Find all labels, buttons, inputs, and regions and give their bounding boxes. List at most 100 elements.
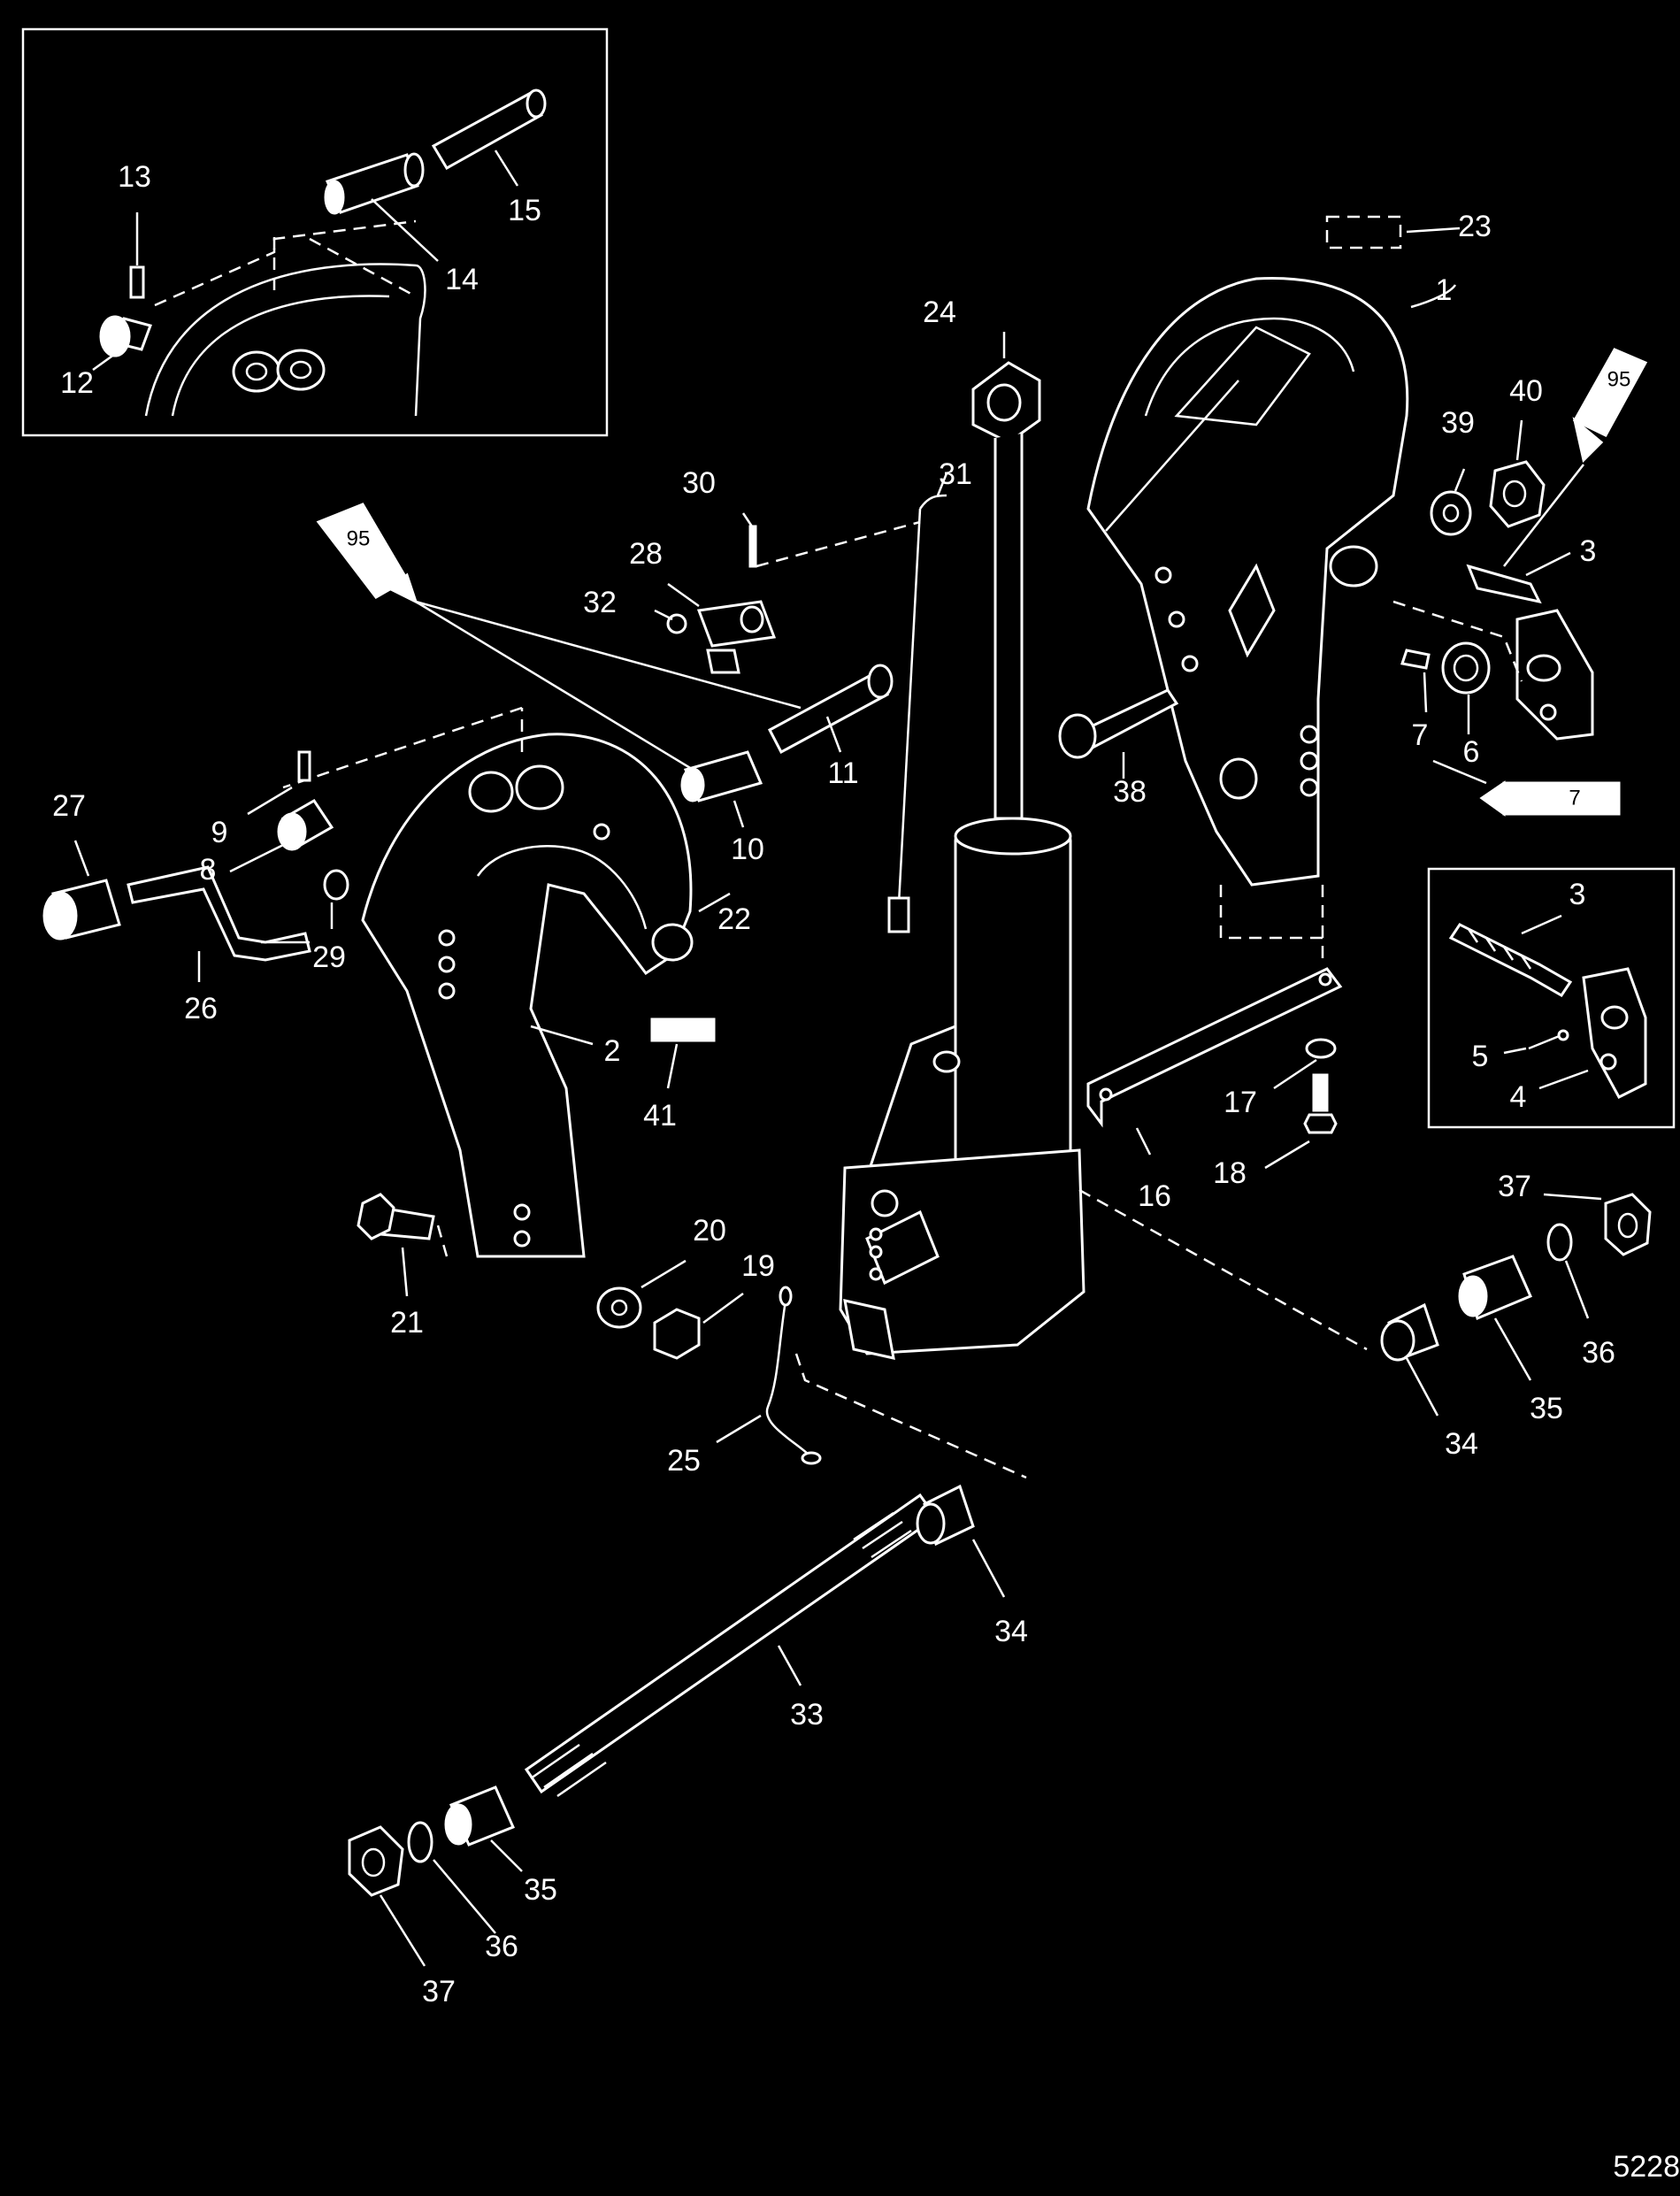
callout-3b: 3 xyxy=(1569,878,1586,911)
cable-31-hook xyxy=(918,494,947,510)
callout-29: 29 xyxy=(312,941,346,974)
washer-39 xyxy=(1430,490,1472,536)
washer-39-bore xyxy=(1442,503,1460,523)
spring-3-detail xyxy=(1448,923,1573,997)
callout-14: 14 xyxy=(445,263,479,296)
bushing-10-end xyxy=(680,767,705,802)
leader-3a xyxy=(1525,551,1571,577)
callout-36b: 36 xyxy=(485,1930,518,1963)
leader-35a xyxy=(1493,1317,1532,1381)
callout-5: 5 xyxy=(1472,1040,1489,1073)
leader-36b xyxy=(433,1859,496,1934)
leader-2 xyxy=(530,1025,594,1046)
leader-40 xyxy=(1515,419,1523,461)
callout-6: 6 xyxy=(1463,735,1480,769)
bracket-2-hole-h xyxy=(593,823,610,841)
rod-eye-24-bore xyxy=(986,383,1022,422)
lever-plate-slot xyxy=(1526,654,1561,682)
leader-10 xyxy=(733,800,745,828)
spacer-35-left-end xyxy=(444,1803,472,1846)
leader-32 xyxy=(654,609,673,621)
tilt-lock-lever-3 xyxy=(1466,564,1594,741)
callout-34b: 34 xyxy=(994,1615,1028,1648)
washer-17 xyxy=(1305,1038,1337,1059)
bushing-14-end xyxy=(324,180,345,215)
transom-bracket-port-2 xyxy=(361,733,694,1258)
loctite-nozzle xyxy=(1479,780,1506,817)
bracket-1-edge xyxy=(1105,380,1239,532)
bracket-2-hole-b xyxy=(515,764,564,810)
nut-37-left xyxy=(348,1825,404,1897)
link-28-pin xyxy=(706,649,740,674)
decal-41 xyxy=(650,1017,716,1042)
lube-tube-95-right: 95 xyxy=(1572,348,1648,463)
screw-5 xyxy=(1528,1033,1562,1050)
bracket-2-hole-f xyxy=(513,1203,531,1221)
callout-31: 31 xyxy=(939,457,972,491)
bracket-1-web xyxy=(1174,326,1311,426)
callout-33: 33 xyxy=(790,1698,824,1731)
tie-bar-16-hole-b xyxy=(1318,972,1332,987)
lever-guide xyxy=(1392,600,1523,682)
leader-17 xyxy=(1273,1058,1317,1090)
manifold-hole-b xyxy=(869,1245,883,1259)
bushing-34-left-flange xyxy=(916,1502,946,1545)
callout-20: 20 xyxy=(693,1214,726,1248)
callout-27: 27 xyxy=(52,789,86,823)
leader-25 xyxy=(716,1414,762,1444)
tube-label-95-right: 95 xyxy=(1607,367,1631,391)
bore-inner-left xyxy=(245,362,268,381)
callout-15: 15 xyxy=(508,194,541,227)
cylinder-top xyxy=(954,817,1072,856)
leader-4 xyxy=(1538,1069,1589,1090)
bolt-38-head xyxy=(1058,713,1097,759)
cable-guide xyxy=(756,520,921,568)
manifold-foot xyxy=(843,1299,895,1360)
screw-5-head xyxy=(1557,1029,1569,1041)
callout-28: 28 xyxy=(629,537,663,571)
roll-pin-30 xyxy=(748,525,757,568)
leader-35b xyxy=(490,1839,523,1872)
callout-8: 8 xyxy=(200,853,217,887)
bolt-21-guide xyxy=(436,1225,449,1257)
callout-34a: 34 xyxy=(1445,1427,1478,1461)
pin-15-head xyxy=(525,88,547,119)
inset-lever-detail xyxy=(1427,867,1676,1129)
callout-22: 22 xyxy=(717,902,751,936)
bracket-1-hole-b xyxy=(1300,751,1319,771)
callout-24: 24 xyxy=(923,296,956,329)
washer-36-left xyxy=(407,1821,433,1863)
roll-pin-9 xyxy=(297,750,311,782)
callout-40: 40 xyxy=(1509,374,1543,408)
manifold-hole-a xyxy=(869,1227,883,1241)
leader-12 xyxy=(92,352,116,372)
bracket-arc xyxy=(144,263,426,417)
leader-37b xyxy=(379,1894,426,1967)
manifold-block xyxy=(839,1148,1085,1355)
callout-1: 1 xyxy=(1436,273,1453,307)
tube-guide-right xyxy=(1078,1188,1368,1351)
leader-9 xyxy=(247,786,293,816)
lube-tube-95-left: 95 xyxy=(316,503,418,604)
tie-bar-16 xyxy=(1086,967,1343,1128)
plug-cap-8-face xyxy=(277,812,307,851)
tilt-handle-26 xyxy=(127,865,311,962)
callout-35a: 35 xyxy=(1530,1392,1563,1425)
tube-label-7: 7 xyxy=(1569,786,1580,810)
bushing-14-flange xyxy=(403,152,425,188)
cable-31 xyxy=(896,508,922,921)
transom-bracket-starboard-1 xyxy=(1086,277,1409,887)
loctite-tube-7: 7 xyxy=(1479,780,1621,817)
callout-39: 39 xyxy=(1441,406,1475,440)
callout-37b: 37 xyxy=(422,1975,456,2008)
leader-34b xyxy=(971,1539,1006,1598)
nut-37-right-bore xyxy=(1617,1212,1638,1239)
tube-nozzle xyxy=(1572,417,1604,463)
bore-hole-right xyxy=(276,349,326,391)
leader-8 xyxy=(229,839,293,873)
callout-25: 25 xyxy=(667,1444,701,1478)
decal-23 xyxy=(1325,215,1402,250)
bracket-1-hole-a xyxy=(1300,725,1319,744)
loctite-body xyxy=(1502,781,1621,816)
